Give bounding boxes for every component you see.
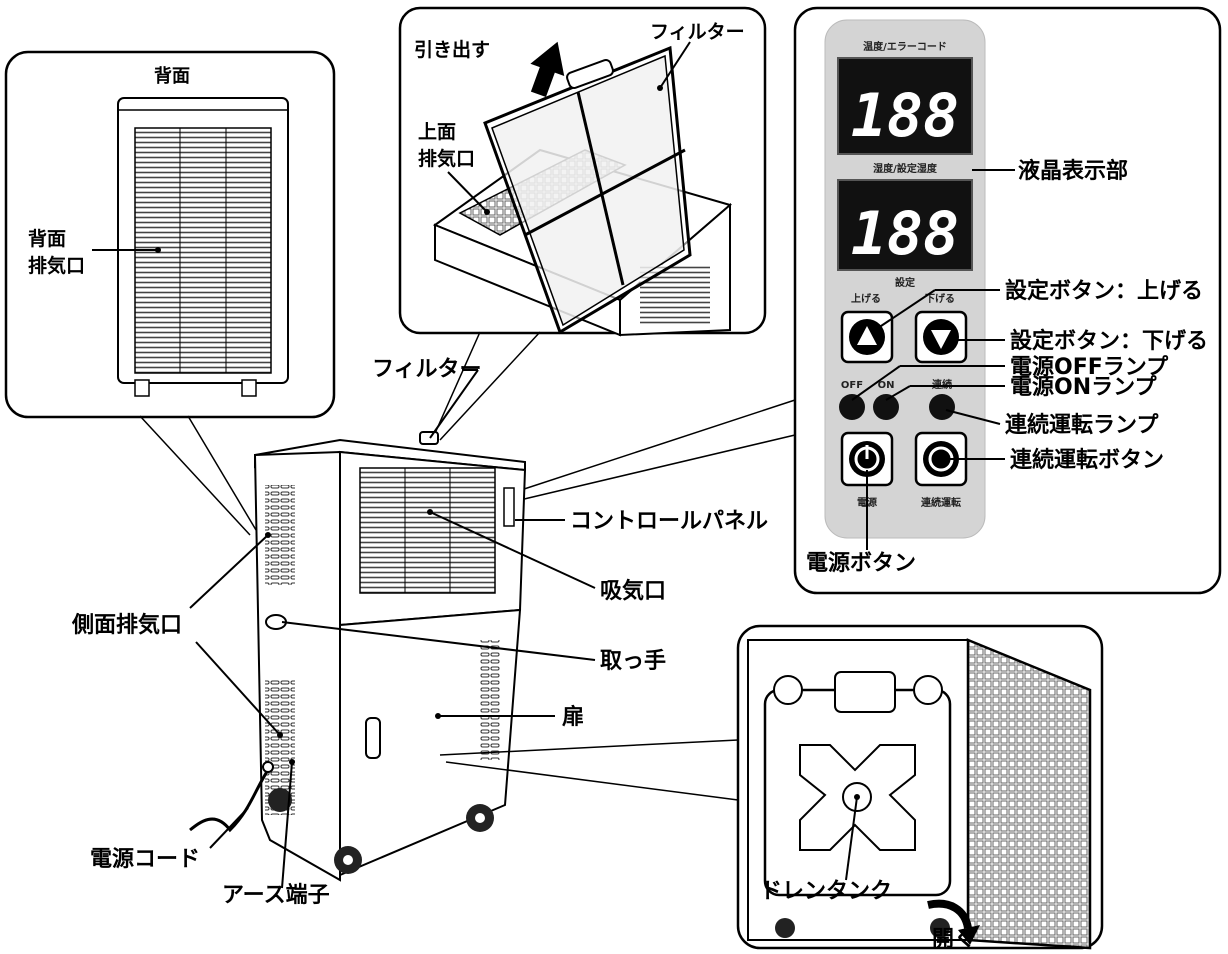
back-vent-label-1: 背面 <box>28 227 66 250</box>
down-caption: 下げる <box>925 292 955 305</box>
power-button-label: 電源ボタン <box>806 551 916 576</box>
off-caption: OFF <box>841 380 863 391</box>
power-button[interactable] <box>840 431 894 487</box>
top-vent-label-2: 排気口 <box>418 147 475 170</box>
continuous-run-button[interactable] <box>914 431 968 487</box>
continuous-lamp-label: 連続運転ランプ <box>1005 412 1159 438</box>
open-label: 開く <box>932 927 976 952</box>
continuous-caption: 連続 <box>932 378 952 391</box>
continuous-lamp <box>929 394 955 420</box>
control-panel-box: 温度/エラーコード 188 湿度/設定湿度 188 設定 上げる 下げる OFF… <box>793 6 1222 595</box>
temperature-display <box>837 57 973 155</box>
off-lamp-label: 電源OFFランプ <box>1010 355 1169 380</box>
set-down-button[interactable] <box>914 310 968 364</box>
main-unit <box>189 431 527 882</box>
intake-label: 吸気口 <box>600 578 666 604</box>
power-cord-label: 電源コード <box>90 847 200 872</box>
continuous-run-caption: 連続運転 <box>921 496 961 509</box>
on-lamp <box>873 394 899 420</box>
pull-label: 引き出す <box>414 38 490 61</box>
drain-tank-label: ドレンタンク <box>760 879 892 904</box>
display-bottom-value: 188 <box>851 199 959 269</box>
setting-caption: 設定 <box>895 276 915 289</box>
lcd-label: 液晶表示部 <box>1018 158 1128 184</box>
door-label: 扉 <box>562 704 584 730</box>
top-view-box: 引き出す フィルター 上面 排気口 <box>398 6 767 337</box>
set-down-label: 設定ボタン：下げる <box>1010 328 1208 354</box>
off-lamp <box>839 394 865 420</box>
set-up-button[interactable] <box>840 310 894 364</box>
back-view-box: 背面 背面 排気口 <box>4 50 336 419</box>
display-bottom-caption: 湿度/設定湿度 <box>873 162 938 175</box>
top-filter-label: フィルター <box>650 21 745 43</box>
back-view-title: 背面 <box>154 65 190 87</box>
on-caption: ON <box>878 380 895 391</box>
earth-label: アース端子 <box>222 883 330 908</box>
handle-label: 取っ手 <box>600 649 666 674</box>
control-panel-label: コントロールパネル <box>570 509 768 534</box>
up-caption: 上げる <box>851 292 881 305</box>
top-vent-label-1: 上面 <box>418 121 456 143</box>
side-vent-label: 側面排気口 <box>71 612 182 638</box>
continuous-button-label: 連続運転ボタン <box>1010 447 1164 473</box>
humidity-display <box>837 179 973 271</box>
back-vent-label-2: 排気口 <box>28 254 85 277</box>
display-top-caption: 温度/エラーコード <box>863 40 947 53</box>
drain-tank-box: ドレンタンク 開く <box>736 624 1104 952</box>
on-lamp-label: 電源ONランプ <box>1010 375 1157 400</box>
control-panel-slot <box>503 487 515 527</box>
display-top-value: 188 <box>851 81 959 151</box>
set-up-label: 設定ボタン：上げる <box>1005 278 1203 304</box>
